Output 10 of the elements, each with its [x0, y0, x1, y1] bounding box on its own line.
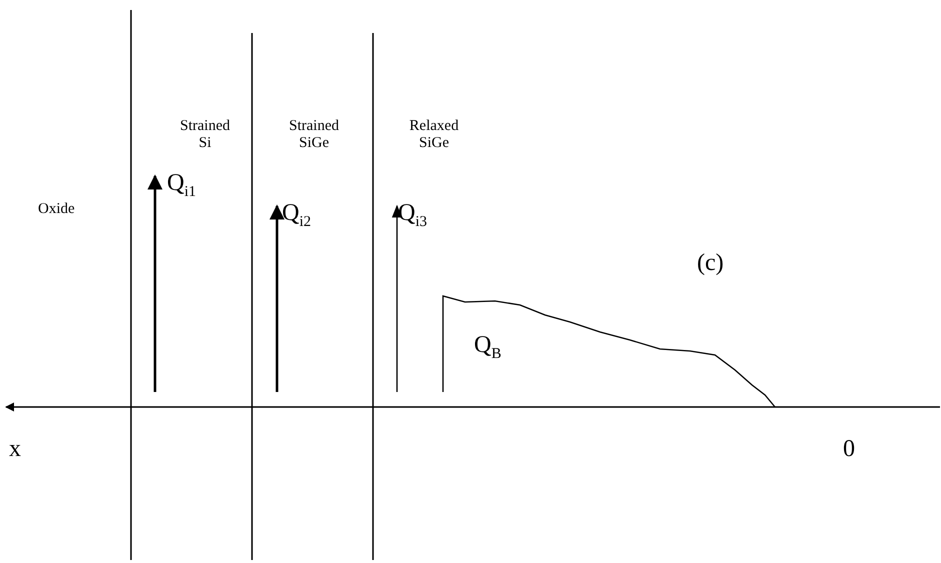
layer-label: Relaxed SiGe: [408, 118, 460, 152]
axis-label: 0: [843, 436, 855, 464]
axis-label: x: [9, 436, 21, 464]
panel-label: (c): [697, 250, 724, 278]
charge-label: Q$_{i1}$: [167, 170, 196, 202]
layer-label: Strained SiGe: [288, 118, 340, 152]
charge-label: Q$_{B}$: [474, 332, 502, 364]
layer-label: Strained Si: [179, 118, 231, 152]
layer-label: Oxide: [38, 201, 76, 218]
charge-label: Q$_{i2}$: [282, 200, 312, 232]
